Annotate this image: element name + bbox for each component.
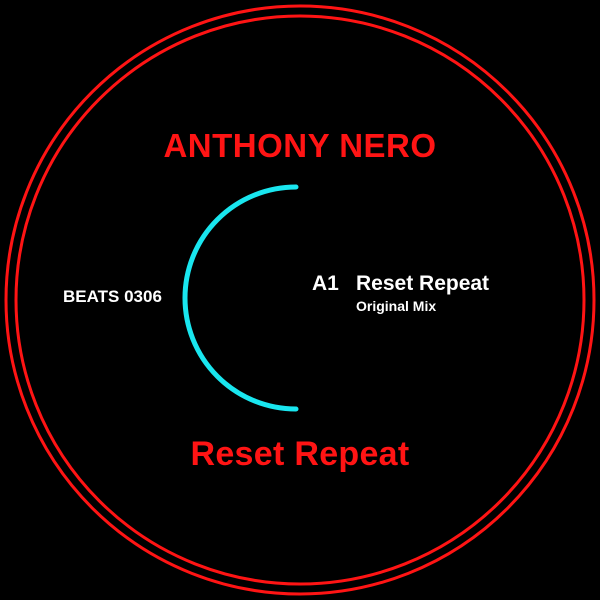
catalog-number: BEATS 0306	[63, 287, 162, 306]
track-title: Reset Repeat	[356, 272, 490, 295]
side-indicator: A1	[312, 272, 339, 295]
inner-ring-icon	[14, 14, 586, 586]
artist-name: ANTHONY NERO	[163, 127, 437, 164]
track-version: Original Mix	[356, 298, 437, 314]
release-title: Reset Repeat	[190, 435, 410, 473]
center-arc-icon	[182, 184, 299, 412]
outer-ring-icon	[4, 4, 596, 596]
